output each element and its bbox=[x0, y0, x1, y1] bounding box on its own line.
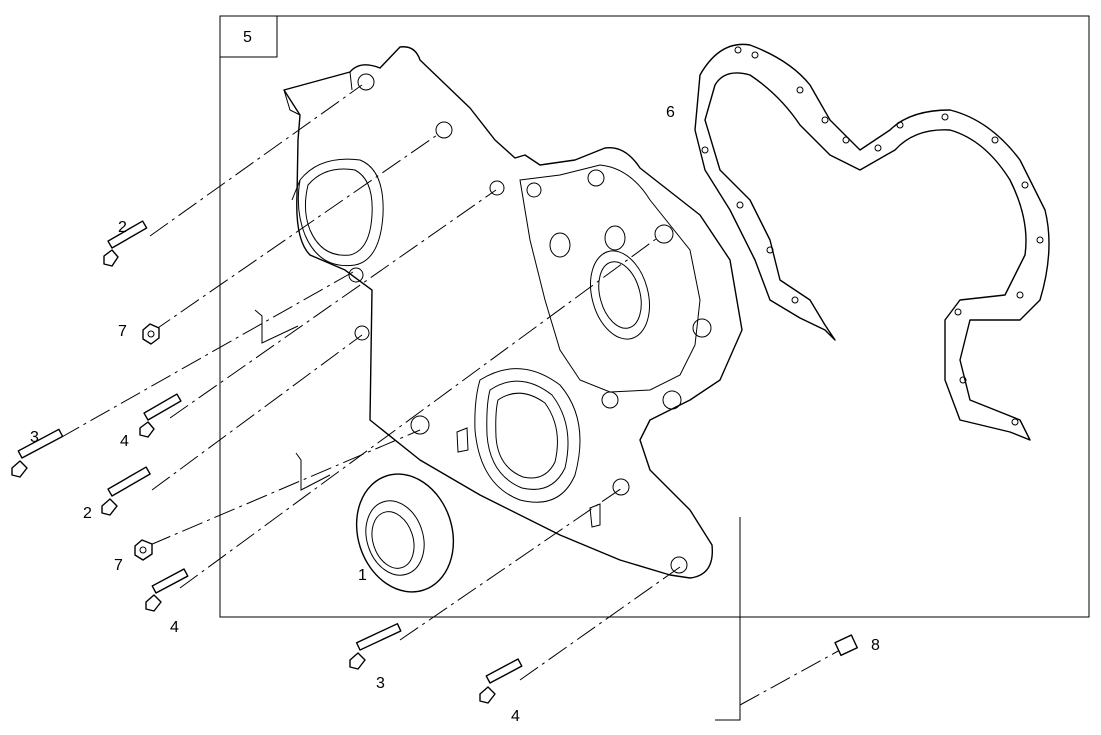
callout-3-left: 3 bbox=[30, 429, 39, 446]
group-label-box bbox=[219, 15, 278, 58]
nut-upper bbox=[142, 323, 160, 345]
bolt-mid-left bbox=[139, 393, 182, 438]
callout-7-upper: 7 bbox=[118, 323, 127, 340]
bolt-bottom-left bbox=[145, 568, 189, 612]
callout-1: 1 bbox=[358, 567, 367, 584]
assembly-frame bbox=[219, 15, 1090, 721]
cover-gasket bbox=[694, 43, 1050, 441]
bolt-long-left bbox=[11, 428, 64, 478]
callout-2-lower: 2 bbox=[83, 505, 92, 522]
callout-4-mid: 4 bbox=[120, 433, 129, 450]
callout-6: 6 bbox=[666, 104, 675, 121]
explosion-lines bbox=[59, 84, 841, 706]
nut-lower bbox=[134, 539, 153, 561]
callout-4-bottom-right: 4 bbox=[511, 708, 520, 725]
bolt-upper-left bbox=[103, 220, 148, 267]
group-label: 5 bbox=[243, 29, 252, 46]
crankshaft-seal bbox=[355, 473, 455, 593]
callout-8: 8 bbox=[871, 637, 880, 654]
callout-3-bottom: 3 bbox=[376, 675, 385, 692]
callout-2-upper: 2 bbox=[118, 219, 127, 236]
dowel-pin bbox=[834, 634, 858, 657]
bolt-bottom-right bbox=[479, 658, 523, 704]
bolt-lower-left bbox=[101, 466, 151, 516]
callout-4-bottom-left: 4 bbox=[170, 619, 179, 636]
callout-7-lower: 7 bbox=[114, 557, 123, 574]
callouts: 2 7 3 4 2 7 4 1 3 4 6 8 bbox=[30, 104, 880, 725]
fasteners bbox=[11, 220, 858, 704]
timing-cover bbox=[283, 46, 743, 579]
bolt-bottom-center bbox=[349, 623, 402, 670]
